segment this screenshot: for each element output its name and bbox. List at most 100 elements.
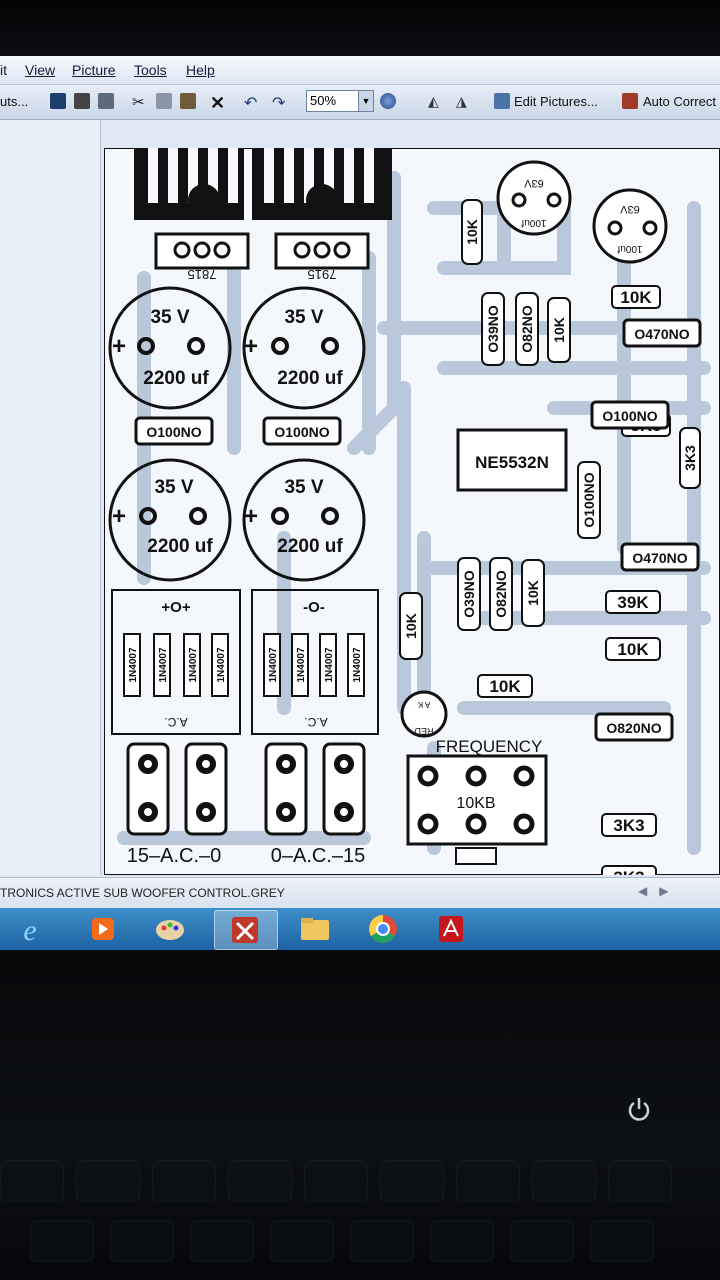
frequency-potentiometer: FREQUENCY 10KB xyxy=(406,737,548,865)
chrome-icon[interactable] xyxy=(352,910,414,948)
cap-100n-right: O100NO xyxy=(262,416,342,446)
mail-icon[interactable] xyxy=(98,93,114,109)
cut-icon[interactable]: ✂ xyxy=(132,94,145,111)
c-39n-2: O39NO xyxy=(461,570,477,618)
menu-help[interactable]: Help xyxy=(186,62,215,78)
menu-view[interactable]: View xyxy=(25,62,56,78)
r-10k-b: 10K xyxy=(617,640,649,659)
copy-icon[interactable] xyxy=(156,93,172,109)
diode-d2: 1N4007 xyxy=(158,647,169,682)
paint-icon[interactable] xyxy=(150,910,212,948)
auto-correct-icon xyxy=(622,93,638,109)
shortcuts-label[interactable]: uts... xyxy=(0,94,29,109)
bridge-left-polarity: +O+ xyxy=(161,599,190,616)
svg-text:e: e xyxy=(23,914,36,947)
r4-label: 10K xyxy=(403,613,419,639)
rotate-left-icon[interactable]: ◭ xyxy=(428,93,439,109)
r-3k3-c: 3K3 xyxy=(613,868,644,875)
frequency-label: FREQUENCY xyxy=(436,737,543,756)
svg-text:63V: 63V xyxy=(524,177,544,189)
page-nav-arrows[interactable]: ◀▶ xyxy=(638,884,681,898)
auto-correct-button[interactable]: Auto Correct xyxy=(643,94,716,109)
zoom-value: 50% xyxy=(310,93,337,108)
svg-text:O100NO: O100NO xyxy=(146,424,201,440)
regulator-7815: 7815 xyxy=(154,232,250,282)
delete-icon[interactable]: ✕ xyxy=(210,93,226,113)
cap2-value: 2200 uf xyxy=(277,368,343,389)
edit-pictures-icon xyxy=(494,93,510,109)
taskbar: e xyxy=(0,908,720,950)
menu-bar: it View Picture Tools Help xyxy=(0,56,720,85)
screen: it View Picture Tools Help uts... ✂ ✕ ↶ … xyxy=(0,56,720,950)
bridge-left-ac: A.C. xyxy=(164,715,187,729)
diode-d8: 1N4007 xyxy=(352,647,363,682)
cap3-value: 2200 uf xyxy=(147,536,213,557)
print-icon[interactable] xyxy=(74,93,90,109)
paste-icon[interactable] xyxy=(180,93,196,109)
file-explorer-icon[interactable] xyxy=(284,910,346,948)
edit-pictures-button[interactable]: Edit Pictures... xyxy=(514,94,598,109)
diode-d4: 1N4007 xyxy=(216,647,227,682)
rotate-right-icon[interactable]: ◮ xyxy=(456,93,467,109)
r-3k3-b: 3K3 xyxy=(613,816,644,835)
ic-ne5532n: NE5532N xyxy=(456,428,568,492)
bridge-right-ac: A.C. xyxy=(304,715,327,729)
media-player-icon[interactable] xyxy=(80,910,142,948)
svg-text:+: + xyxy=(112,333,126,360)
cap1-value: 2200 uf xyxy=(143,368,209,389)
c-100n-side: O100NO xyxy=(581,472,597,527)
picture-canvas[interactable]: 7815 7915 35 V 2200 uf 35 V 2200 uf xyxy=(104,148,720,875)
cap2-voltage: 35 V xyxy=(284,307,323,328)
monitor-bezel-top xyxy=(0,0,720,56)
svg-text:A K: A K xyxy=(417,700,430,709)
undo-icon[interactable]: ↶ xyxy=(244,95,258,112)
picture-manager-icon[interactable] xyxy=(214,910,278,950)
menu-picture[interactable]: Picture xyxy=(72,62,116,78)
diode-d7: 1N4007 xyxy=(324,647,335,682)
filter-capacitors xyxy=(108,286,366,582)
c-100n-b: O100NO xyxy=(602,408,657,424)
power-connector-left-label: 15–A.C.–0 xyxy=(127,845,222,867)
elec-cap-1: 63V 100uf xyxy=(496,160,572,236)
cap4-voltage: 35 V xyxy=(284,477,323,498)
r-10k-a: 10K xyxy=(620,288,652,307)
power-connector-right-label: 0–A.C.–15 xyxy=(271,845,366,867)
c-39n-1: O39NO xyxy=(485,305,501,353)
redo-icon[interactable]: ↷ xyxy=(272,95,286,112)
regulator-7915-label: 7915 xyxy=(308,267,337,282)
zoom-select[interactable]: 50% ▼ xyxy=(306,90,374,112)
r-39k: 39K xyxy=(617,593,649,612)
keyboard-number-row xyxy=(0,1220,720,1264)
svg-text:O100NO: O100NO xyxy=(274,424,329,440)
menu-edit[interactable]: it xyxy=(0,62,7,78)
r-3k3-vert: 3K3 xyxy=(682,445,698,471)
ie-icon[interactable]: e xyxy=(10,910,72,948)
pcb-layout-image: 7815 7915 35 V 2200 uf 35 V 2200 uf xyxy=(104,148,720,875)
svg-text:NE5532N: NE5532N xyxy=(475,453,549,472)
svg-text:100uf: 100uf xyxy=(521,217,546,228)
svg-text:100uf: 100uf xyxy=(617,243,642,254)
svg-text:+: + xyxy=(244,333,258,360)
help-icon[interactable] xyxy=(380,93,396,109)
power-icon[interactable] xyxy=(624,1094,654,1124)
c-82n-1: O82NO xyxy=(519,305,535,353)
diode-d1: 1N4007 xyxy=(128,647,139,682)
c-470n-b: O470NO xyxy=(632,550,687,566)
save-icon[interactable] xyxy=(50,93,66,109)
menu-tools[interactable]: Tools xyxy=(134,62,167,78)
acrobat-icon[interactable] xyxy=(420,910,482,948)
c-820n: O820NO xyxy=(606,720,661,736)
r-10k-c: 10K xyxy=(489,677,521,696)
laptop-body xyxy=(0,950,720,1280)
diode-d5: 1N4007 xyxy=(268,647,279,682)
svg-text:RED: RED xyxy=(414,726,434,736)
r1-label: 10K xyxy=(464,219,480,245)
svg-text:63V: 63V xyxy=(620,203,640,215)
cap4-value: 2200 uf xyxy=(277,536,343,557)
cap3-voltage: 35 V xyxy=(154,477,193,498)
regulator-7915: 7915 xyxy=(274,232,370,282)
chevron-down-icon[interactable]: ▼ xyxy=(358,91,373,111)
cap-100n-left: O100NO xyxy=(134,416,214,446)
diode-d3: 1N4007 xyxy=(188,647,199,682)
keyboard-function-row xyxy=(0,1160,720,1204)
